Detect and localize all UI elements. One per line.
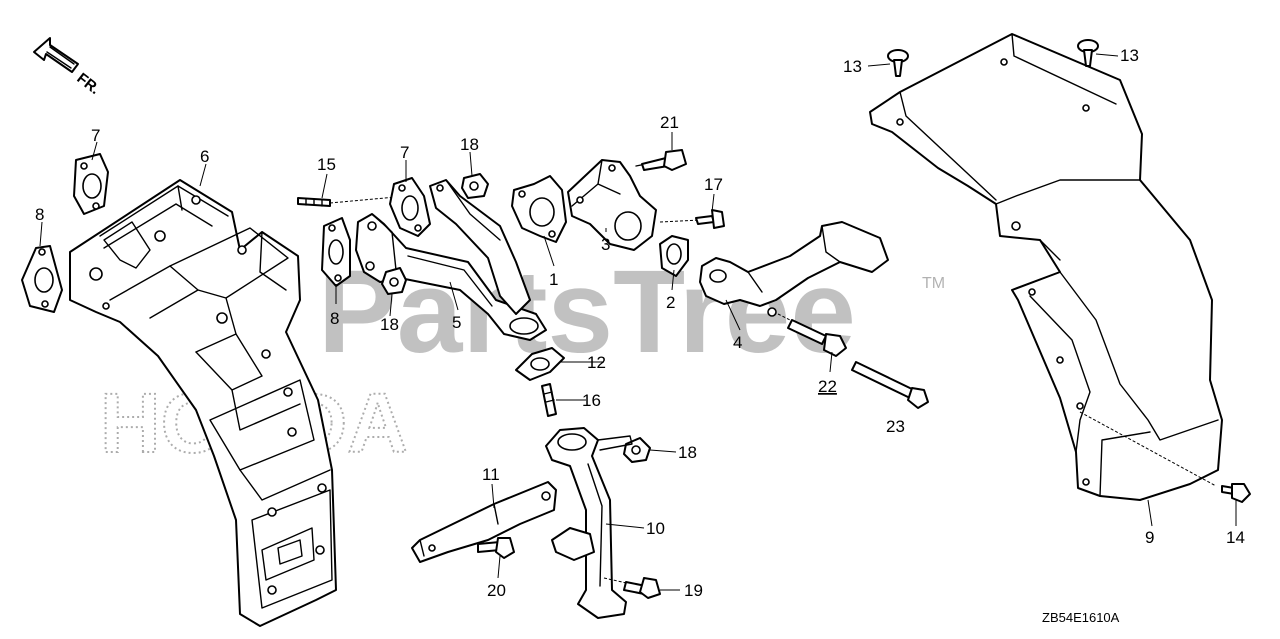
callout-23: 23 [886,417,905,436]
callout-21: 21 [660,113,679,132]
callout-22: 22 [818,377,837,396]
callout-18-upper: 18 [460,135,479,154]
callout-11: 11 [482,465,500,484]
part-12-gasket [515,347,565,381]
part-7-gasket-left [73,153,109,215]
callout-13-right: 13 [1120,46,1139,65]
callout-13-left: 13 [843,57,862,76]
callout-2: 2 [666,293,675,312]
callout-4: 4 [733,333,742,352]
callout-19: 19 [684,581,703,600]
callout-7-center: 7 [400,143,409,162]
front-direction-label: FR. [74,70,104,98]
callout-5: 5 [452,313,461,332]
part-16-stud-bolt [541,383,557,417]
part-19-flange-bolt [603,577,661,599]
part-13-screw-right [1077,39,1099,67]
callout-18-center: 18 [380,315,399,334]
part-4-exhaust-pipe [699,221,889,317]
part-10-tail-pipe [545,427,633,619]
part-11-stay-bracket [411,481,557,563]
part-5-exhaust-pipe [355,179,547,341]
part-3-exhaust-manifold [567,159,657,251]
callout-16: 16 [582,391,601,410]
trademark-mark: TM [922,275,945,292]
part-6-exhaust-bracket-frame [69,179,337,627]
front-direction-arrow-icon [33,37,79,73]
callout-12: 12 [587,353,606,372]
callout-10: 10 [646,519,665,538]
part-15-stud-bolt [297,196,397,207]
part-8-gasket-left [21,245,63,313]
part-23-long-bolt [851,361,929,409]
part-13-screw-left [887,49,909,77]
part-7-gasket-center [389,177,431,237]
callout-7-left: 7 [91,126,100,145]
callout-3: 3 [601,235,610,254]
callout-8-center: 8 [330,309,339,328]
part-2-gasket [659,235,689,277]
callout-14: 14 [1226,528,1245,547]
part-9-muffler-cover [869,33,1223,501]
callout-6: 6 [200,147,209,166]
part-14-screw [1221,483,1251,503]
callout-1: 1 [549,270,558,289]
part-21-flange-bolt [635,149,687,171]
callout-15: 15 [317,155,336,174]
part-8-gasket-center [321,217,351,287]
callout-9: 9 [1145,528,1154,547]
part-18-nut-upper [461,173,489,199]
callout-18-lower: 18 [678,443,697,462]
callout-17: 17 [704,175,723,194]
callout-8-left: 8 [35,205,44,224]
drawing-code: ZB54E1610A [1042,610,1120,625]
callout-leader-lines [39,53,1237,591]
callout-20: 20 [487,581,506,600]
part-18-nut-center [381,267,407,295]
part-17-bolt [659,209,725,229]
part-18-nut-lower [623,437,651,463]
part-1-exhaust-gasket [511,175,567,243]
part-20-flange-bolt [477,537,515,559]
part-22-flange-bolt [777,313,847,357]
